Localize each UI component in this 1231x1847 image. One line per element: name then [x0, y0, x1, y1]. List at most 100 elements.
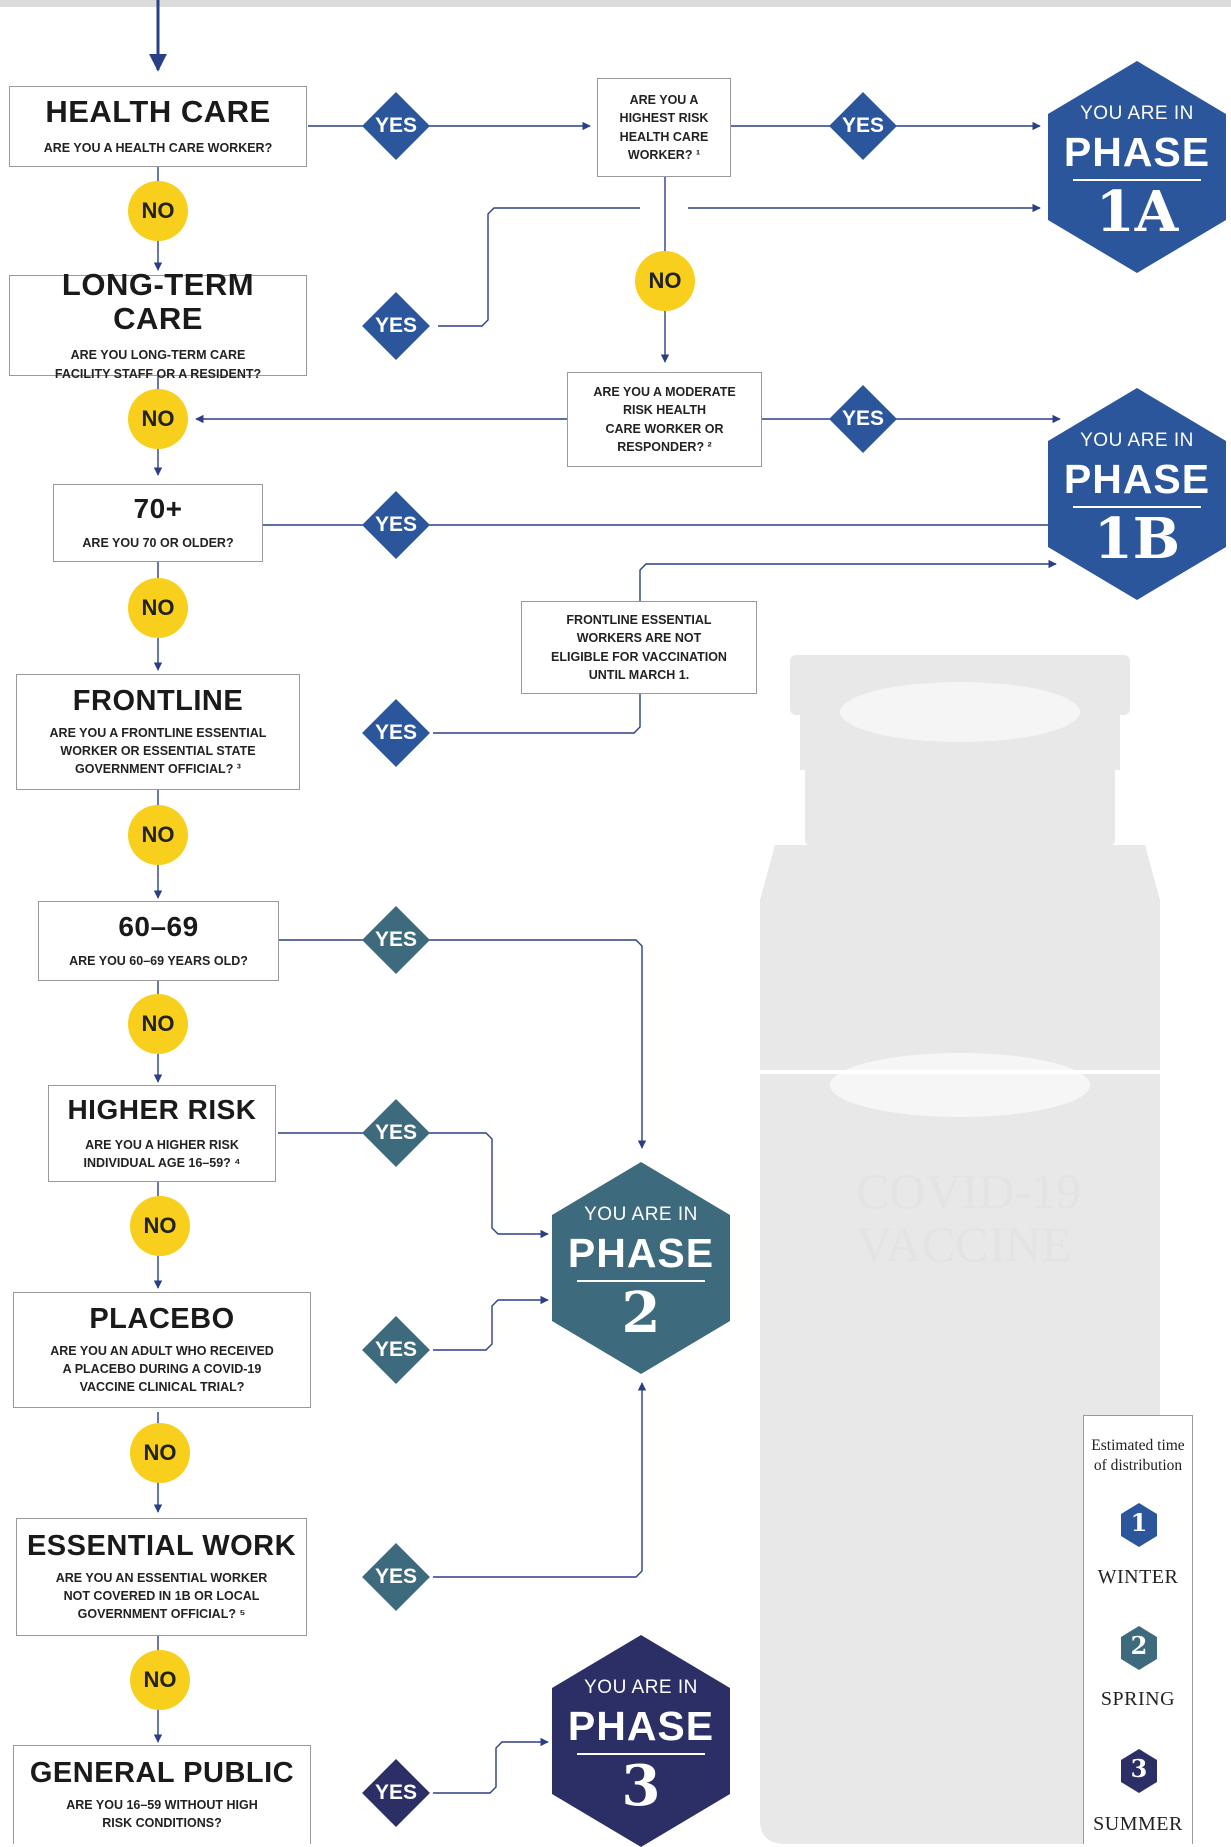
phase-number: 2: [621, 1280, 661, 1346]
phase-rule: [1072, 179, 1202, 181]
phase-label-word: PHASE: [1063, 456, 1211, 502]
phase-label-word: PHASE: [1063, 129, 1211, 175]
phase-label-top: YOU ARE IN: [1080, 430, 1194, 451]
connector: [433, 1295, 549, 1351]
question-title: HEALTH CARE: [45, 94, 271, 130]
phase-rule: [1072, 506, 1202, 508]
connector: [433, 1382, 647, 1578]
legend-hexagon: 2: [1121, 1626, 1157, 1670]
no-badge: NO: [635, 251, 695, 311]
note-frontline-eligibility: FRONTLINE ESSENTIAL WORKERS ARE NOT ELIG…: [521, 601, 757, 694]
top-bar: [0, 0, 1231, 7]
no-badge: NO: [130, 1196, 190, 1256]
question-title: FRONTLINE: [72, 684, 244, 717]
question-text: ARE YOU A HIGHEST RISK HEALTH CARE WORKE…: [619, 93, 709, 162]
question-text: ARE YOU 70 OR OLDER?: [82, 536, 234, 551]
question-text: ARE YOU A FRONTLINE ESSENTIAL WORKER OR …: [49, 725, 267, 776]
yes-badge: YES: [361, 291, 431, 361]
phase-3-hexagon: YOU ARE IN PHASE 3: [552, 1635, 730, 1847]
connector: [433, 1737, 549, 1794]
question-text: ARE YOU AN ESSENTIAL WORKER NOT COVERED …: [55, 1570, 268, 1621]
phase-rule: [576, 1753, 706, 1755]
legend-title: Estimated time of distribution: [1091, 1437, 1185, 1475]
yes-badge: YES: [361, 91, 431, 161]
vial-label-line: VACCINE: [856, 1215, 1072, 1272]
phase-number: 1A: [1095, 179, 1179, 245]
no-badge: NO: [128, 994, 188, 1054]
phase-label-top: YOU ARE IN: [1080, 103, 1194, 124]
yes-badge: YES: [361, 1315, 431, 1385]
legend-hexagon: 1: [1121, 1503, 1157, 1547]
connector: [278, 1132, 549, 1239]
question-title: ESSENTIAL WORK: [26, 1529, 297, 1562]
yes-label: YES: [374, 721, 418, 744]
question-age-70-plus: 70+ ARE YOU 70 OR OLDER?: [53, 484, 263, 562]
phase-label-word: PHASE: [567, 1703, 715, 1749]
question-age-60-69: 60–69 ARE YOU 60–69 YEARS OLD?: [38, 901, 279, 981]
question-text: ARE YOU AN ADULT WHO RECEIVED A PLACEBO …: [50, 1343, 274, 1394]
vial-cap-top: [840, 682, 1080, 742]
question-title: HIGHER RISK: [67, 1093, 257, 1125]
question-text: ARE YOU 60–69 YEARS OLD?: [69, 954, 248, 969]
yes-badge: YES: [361, 1758, 431, 1828]
hexagon-shape: [552, 1162, 730, 1374]
no-badge: NO: [128, 389, 188, 449]
question-title: PLACEBO: [89, 1302, 235, 1335]
legend-season: SUMMER: [1093, 1813, 1183, 1835]
phase-label-word: PHASE: [567, 1230, 715, 1276]
question-text: ARE YOU A HEALTH CARE WORKER?: [43, 141, 273, 156]
question-health-care: HEALTH CARE ARE YOU A HEALTH CARE WORKER…: [9, 86, 307, 167]
yes-badge: YES: [361, 490, 431, 560]
question-text: ARE YOU 16–59 WITHOUT HIGH RISK CONDITIO…: [66, 1797, 258, 1830]
no-badge: NO: [128, 805, 188, 865]
yes-badge: YES: [828, 384, 898, 454]
connector: [278, 939, 647, 1149]
question-highest-risk: ARE YOU A HIGHEST RISK HEALTH CARE WORKE…: [597, 78, 731, 177]
no-badge: NO: [130, 1423, 190, 1483]
phase-number: 1B: [1093, 506, 1181, 572]
question-title: 60–69: [118, 910, 199, 942]
connector: [438, 207, 640, 327]
yes-label: YES: [841, 407, 885, 430]
legend-hexagon: 3: [1121, 1749, 1157, 1793]
phase-2-hexagon: YOU ARE IN PHASE 2: [552, 1162, 730, 1374]
yes-badge: YES: [361, 1098, 431, 1168]
hexagon-shape: [1048, 388, 1226, 600]
distribution-legend: Estimated time of distribution 1 WINTER …: [1083, 1415, 1193, 1844]
yes-label: YES: [841, 114, 885, 137]
phase-1a-hexagon: YOU ARE IN PHASE 1A: [1048, 61, 1226, 273]
question-text: ARE YOU LONG-TERM CARE FACILITY STAFF OR…: [54, 348, 262, 381]
question-text: ARE YOU A HIGHER RISK INDIVIDUAL AGE 16–…: [83, 1137, 241, 1170]
yes-label: YES: [374, 1121, 418, 1144]
yes-label: YES: [374, 513, 418, 536]
vial-label-line: COVID-19: [856, 1163, 1081, 1219]
vial-label: COVID-19 VACCINE: [780, 1165, 1200, 1270]
hexagon-shape: [552, 1635, 730, 1847]
legend-season: WINTER: [1097, 1566, 1179, 1588]
phase-label-top: YOU ARE IN: [584, 1204, 698, 1225]
yes-label: YES: [374, 314, 418, 337]
question-moderate-risk: ARE YOU A MODERATE RISK HEALTH CARE WORK…: [567, 372, 762, 467]
question-text: ARE YOU A MODERATE RISK HEALTH CARE WORK…: [593, 385, 736, 454]
hexagon-shape: [1048, 61, 1226, 273]
yes-badge: YES: [828, 91, 898, 161]
legend-number: 2: [1130, 1631, 1148, 1660]
question-title: GENERAL PUBLIC: [29, 1756, 295, 1789]
question-frontline: FRONTLINE ARE YOU A FRONTLINE ESSENTIAL …: [16, 674, 300, 790]
yes-label: YES: [374, 114, 418, 137]
question-essential-work: ESSENTIAL WORK ARE YOU AN ESSENTIAL WORK…: [16, 1518, 307, 1636]
no-badge: NO: [128, 181, 188, 241]
phase-label-top: YOU ARE IN: [584, 1677, 698, 1698]
phase-rule: [576, 1280, 706, 1282]
vial-neck: [805, 765, 1115, 845]
legend-season: SPRING: [1100, 1688, 1176, 1710]
yes-label: YES: [374, 1338, 418, 1361]
legend-number: 3: [1130, 1754, 1148, 1783]
phase-1b-hexagon: YOU ARE IN PHASE 1B: [1048, 388, 1226, 600]
yes-badge: YES: [361, 698, 431, 768]
yes-badge: YES: [361, 1542, 431, 1612]
yes-label: YES: [374, 1565, 418, 1588]
legend-number: 1: [1130, 1508, 1148, 1537]
no-badge: NO: [130, 1650, 190, 1710]
